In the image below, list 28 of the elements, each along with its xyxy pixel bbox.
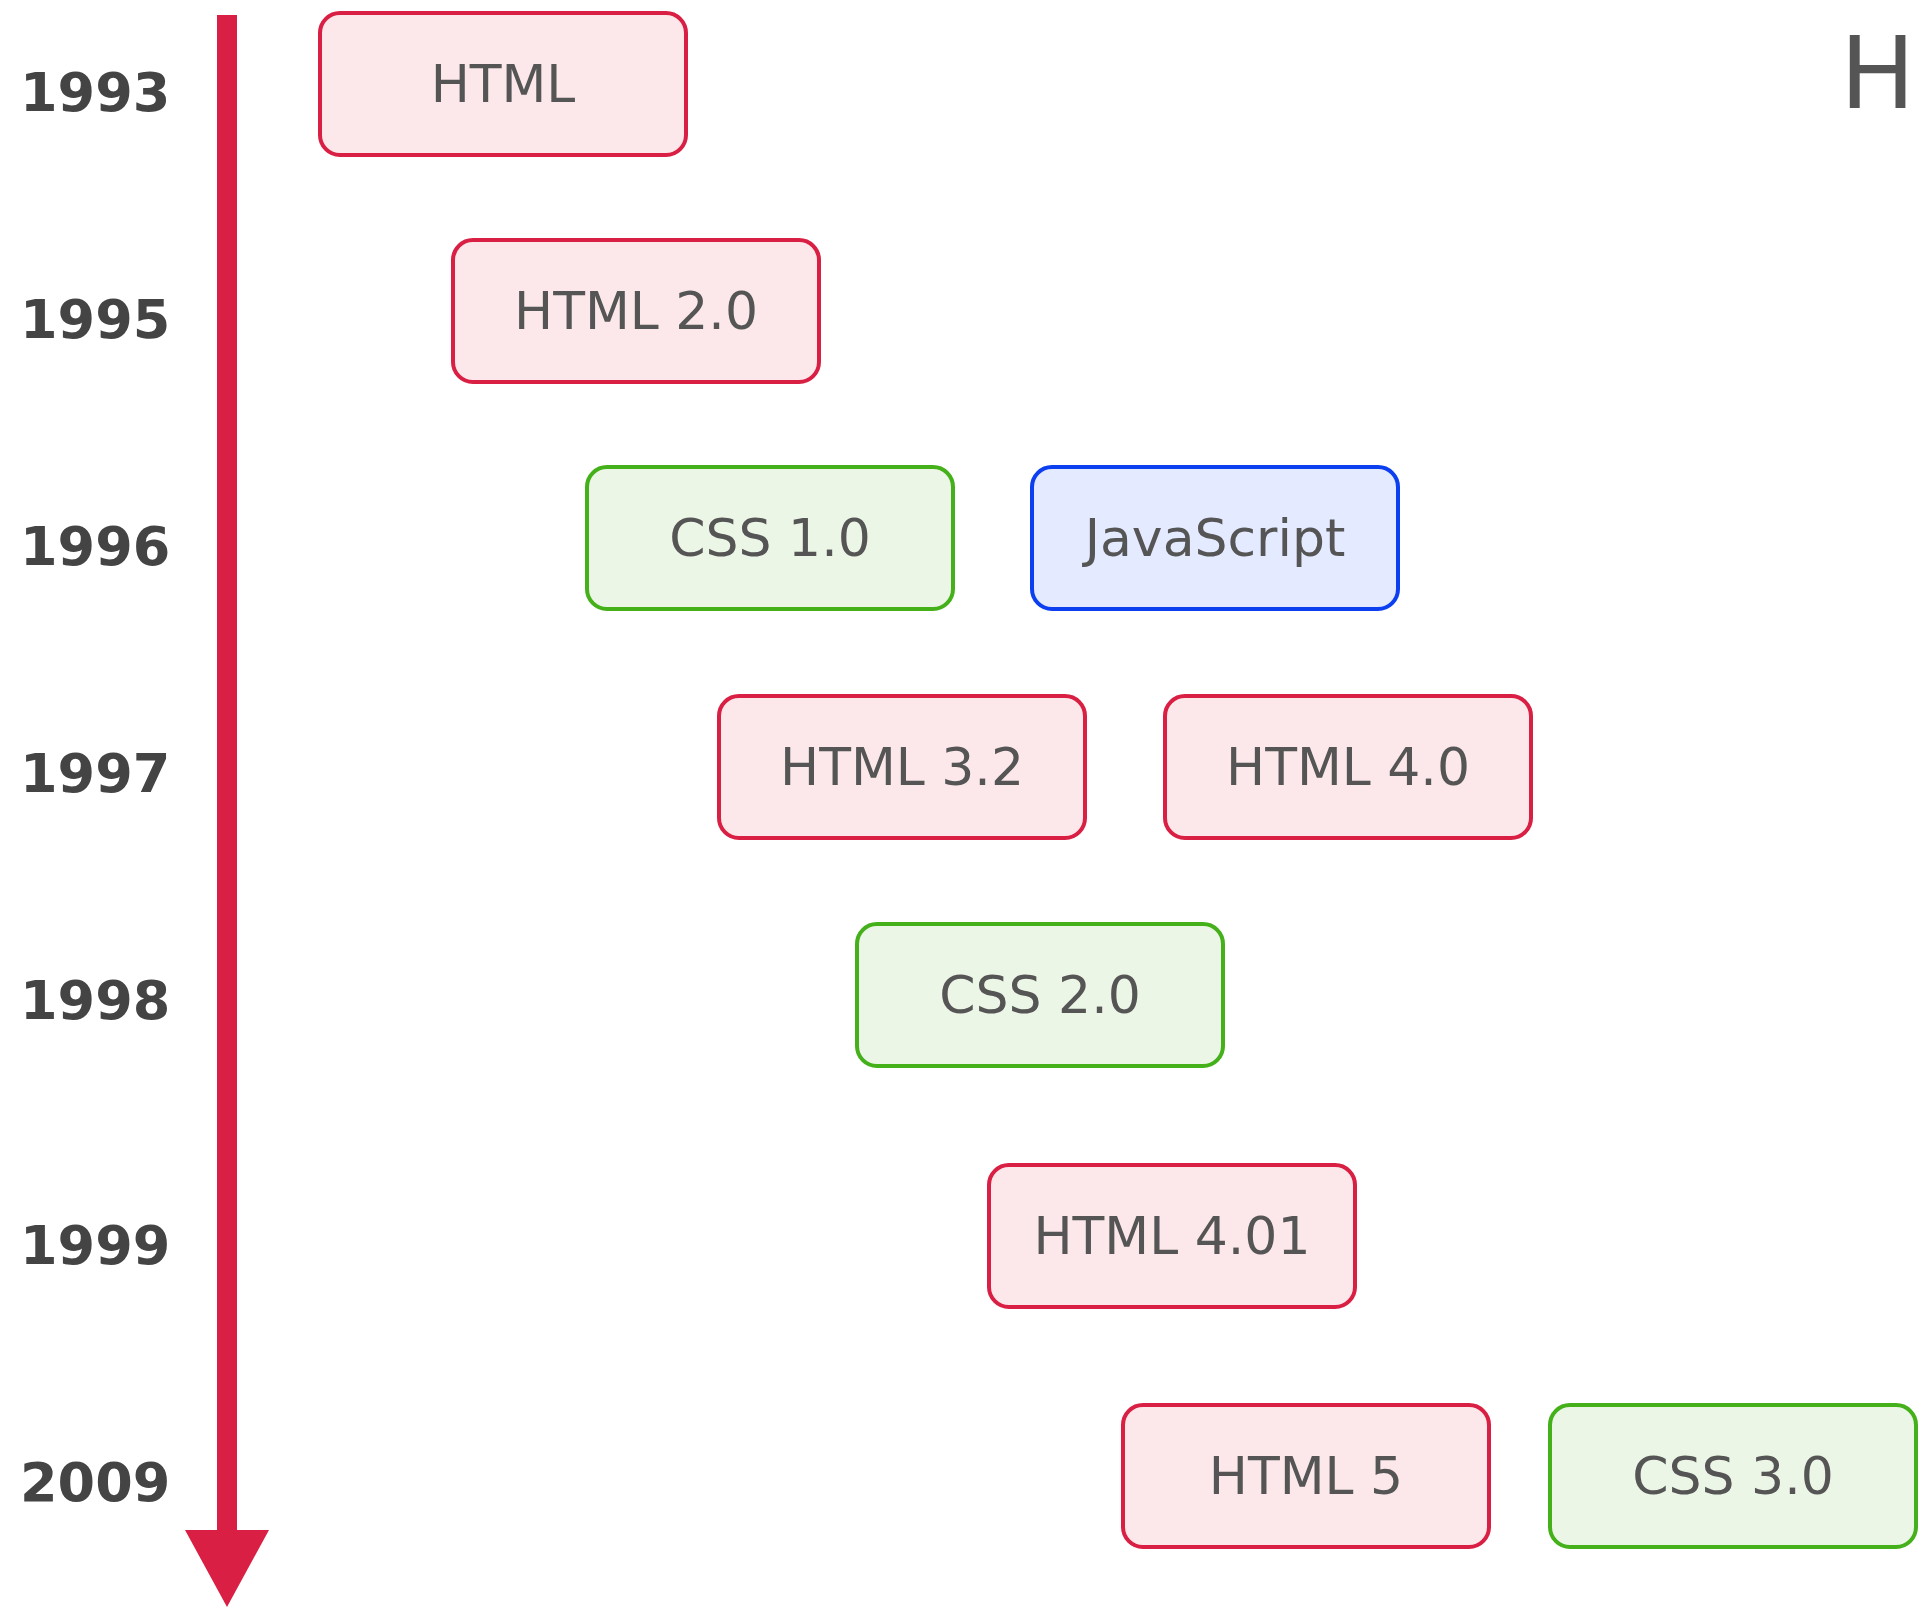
version-label: CSS 1.0 (669, 508, 871, 568)
version-label: JavaScript (1084, 508, 1346, 568)
year-label: 1998 (20, 968, 171, 1032)
version-box (1121, 1403, 1491, 1549)
year-label: 1997 (20, 741, 171, 805)
year-label: 1995 (20, 287, 171, 351)
version-box (1163, 694, 1533, 840)
year-label: 1993 (20, 60, 171, 124)
version-label: CSS 3.0 (1632, 1446, 1834, 1506)
year-label: 2009 (20, 1450, 171, 1514)
version-box (717, 694, 1087, 840)
version-box (585, 465, 955, 611)
version-box (855, 922, 1225, 1068)
version-label: HTML (430, 54, 576, 114)
version-label: HTML 3.2 (780, 737, 1024, 797)
version-label: HTML 2.0 (514, 281, 758, 341)
version-label: HTML 4.0 (1226, 737, 1470, 797)
version-box (318, 11, 688, 157)
version-box (451, 238, 821, 384)
version-label: CSS 2.0 (939, 965, 1141, 1025)
version-label: HTML 5 (1208, 1446, 1404, 1506)
heading-fragment: H (1840, 15, 1916, 132)
version-box (1548, 1403, 1918, 1549)
year-label: 1999 (20, 1213, 171, 1277)
version-box (1030, 465, 1400, 611)
version-label: HTML 4.01 (1033, 1206, 1311, 1266)
version-box (987, 1163, 1357, 1309)
year-label: 1996 (20, 514, 171, 578)
